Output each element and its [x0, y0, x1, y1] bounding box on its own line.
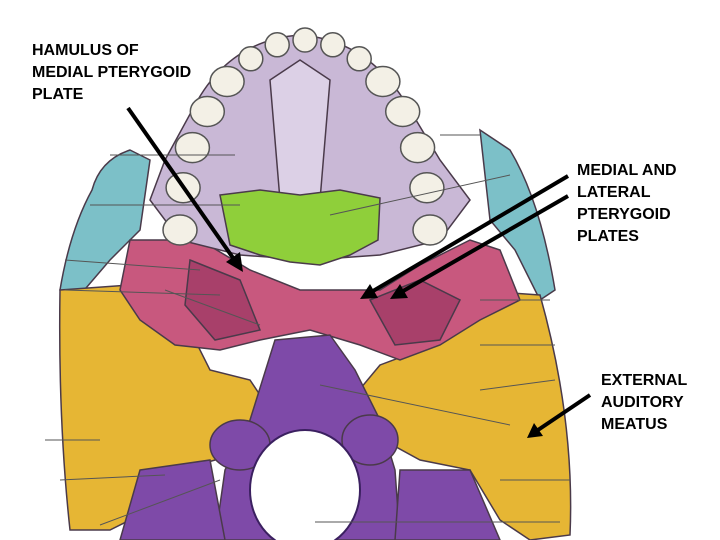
- tooth: [162, 214, 198, 246]
- arrow-meatus: [533, 393, 592, 434]
- tooth: [365, 65, 401, 98]
- tooth: [384, 95, 421, 128]
- tooth: [189, 95, 226, 128]
- tooth: [174, 131, 211, 164]
- annotation-arrows: [126, 106, 592, 438]
- tooth: [320, 32, 346, 58]
- label-external-auditory-meatus: EXTERNAL AUDITORY MEATUS: [601, 372, 688, 433]
- tooth: [292, 27, 318, 53]
- arrow-pterygoid-medial: [366, 174, 570, 296]
- tooth: [209, 65, 245, 98]
- arrowhead-pterygoid-medial: [360, 284, 378, 299]
- arrow-hamulus: [126, 106, 240, 267]
- foramen-magnum: [249, 429, 361, 540]
- occipital-lower-left: [119, 459, 226, 540]
- tooth: [409, 171, 445, 204]
- tooth: [238, 46, 264, 72]
- palate-highlight: [269, 59, 331, 201]
- tooth: [399, 131, 436, 164]
- vomer-region: [219, 189, 381, 266]
- left-temporal-bone: [58, 284, 271, 531]
- tooth: [346, 46, 372, 72]
- label-hamulus: HAMULUS OF MEDIAL PTERYGOID PLATE: [32, 42, 192, 103]
- label-pterygoid-plates: MEDIAL AND LATERAL PTERYGOID PLATES: [577, 162, 677, 245]
- leader-lines: [45, 134, 570, 526]
- arrowhead-pterygoid-lateral: [390, 284, 408, 299]
- tooth: [264, 32, 290, 58]
- arrow-pterygoid-lateral: [397, 194, 569, 296]
- arrowhead-meatus: [527, 423, 543, 438]
- right-zygomatic-arch: [479, 128, 556, 302]
- arrowhead-hamulus: [226, 252, 243, 272]
- tooth: [412, 214, 448, 246]
- right-occipital-condyle: [341, 414, 399, 466]
